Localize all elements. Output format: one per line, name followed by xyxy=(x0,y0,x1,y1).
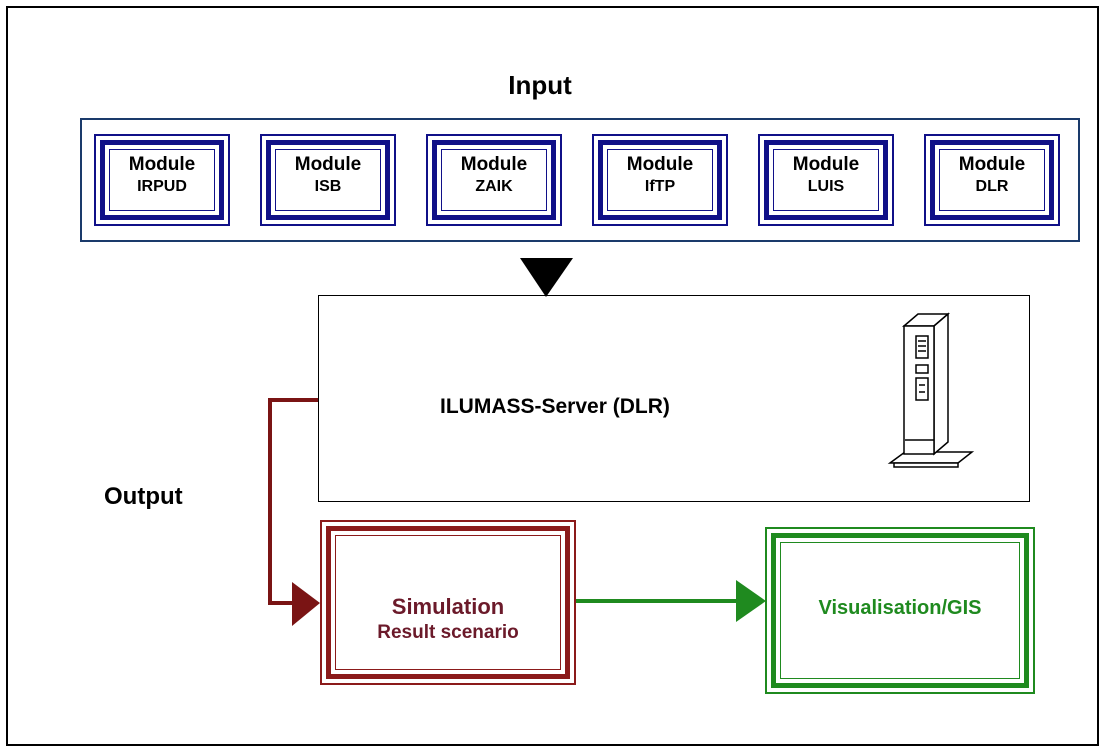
module-name: ZAIK xyxy=(475,178,513,195)
input-title: Input xyxy=(508,70,572,100)
server-label: ILUMASS-Server (DLR) xyxy=(440,395,670,418)
visualisation-label: Visualisation/GIS xyxy=(818,597,982,619)
module-name: LUIS xyxy=(807,178,845,195)
output-title: Output xyxy=(104,483,183,510)
module-name: IfTP xyxy=(644,178,676,195)
module-name: IRPUD xyxy=(137,178,187,195)
simulation-to-visualisation-arrow xyxy=(576,580,766,622)
module-label: Module xyxy=(958,154,1026,175)
visualisation-box: Visualisation/GIS xyxy=(765,527,1035,694)
simulation-title: Simulation xyxy=(391,594,505,619)
module-label: Module xyxy=(294,154,362,175)
module-label: Module xyxy=(626,154,694,175)
input-modules-container xyxy=(80,118,1080,242)
down-arrow-icon xyxy=(520,258,573,297)
simulation-subtitle: Result scenario xyxy=(377,622,519,643)
output-connector xyxy=(268,398,320,626)
module-label: Module xyxy=(460,154,528,175)
diagram-frame xyxy=(6,6,1099,746)
server-tower-icon xyxy=(887,312,975,468)
module-name: ISB xyxy=(314,178,342,195)
module-label: Module xyxy=(128,154,196,175)
module-name: DLR xyxy=(975,178,1009,195)
module-label: Module xyxy=(792,154,860,175)
